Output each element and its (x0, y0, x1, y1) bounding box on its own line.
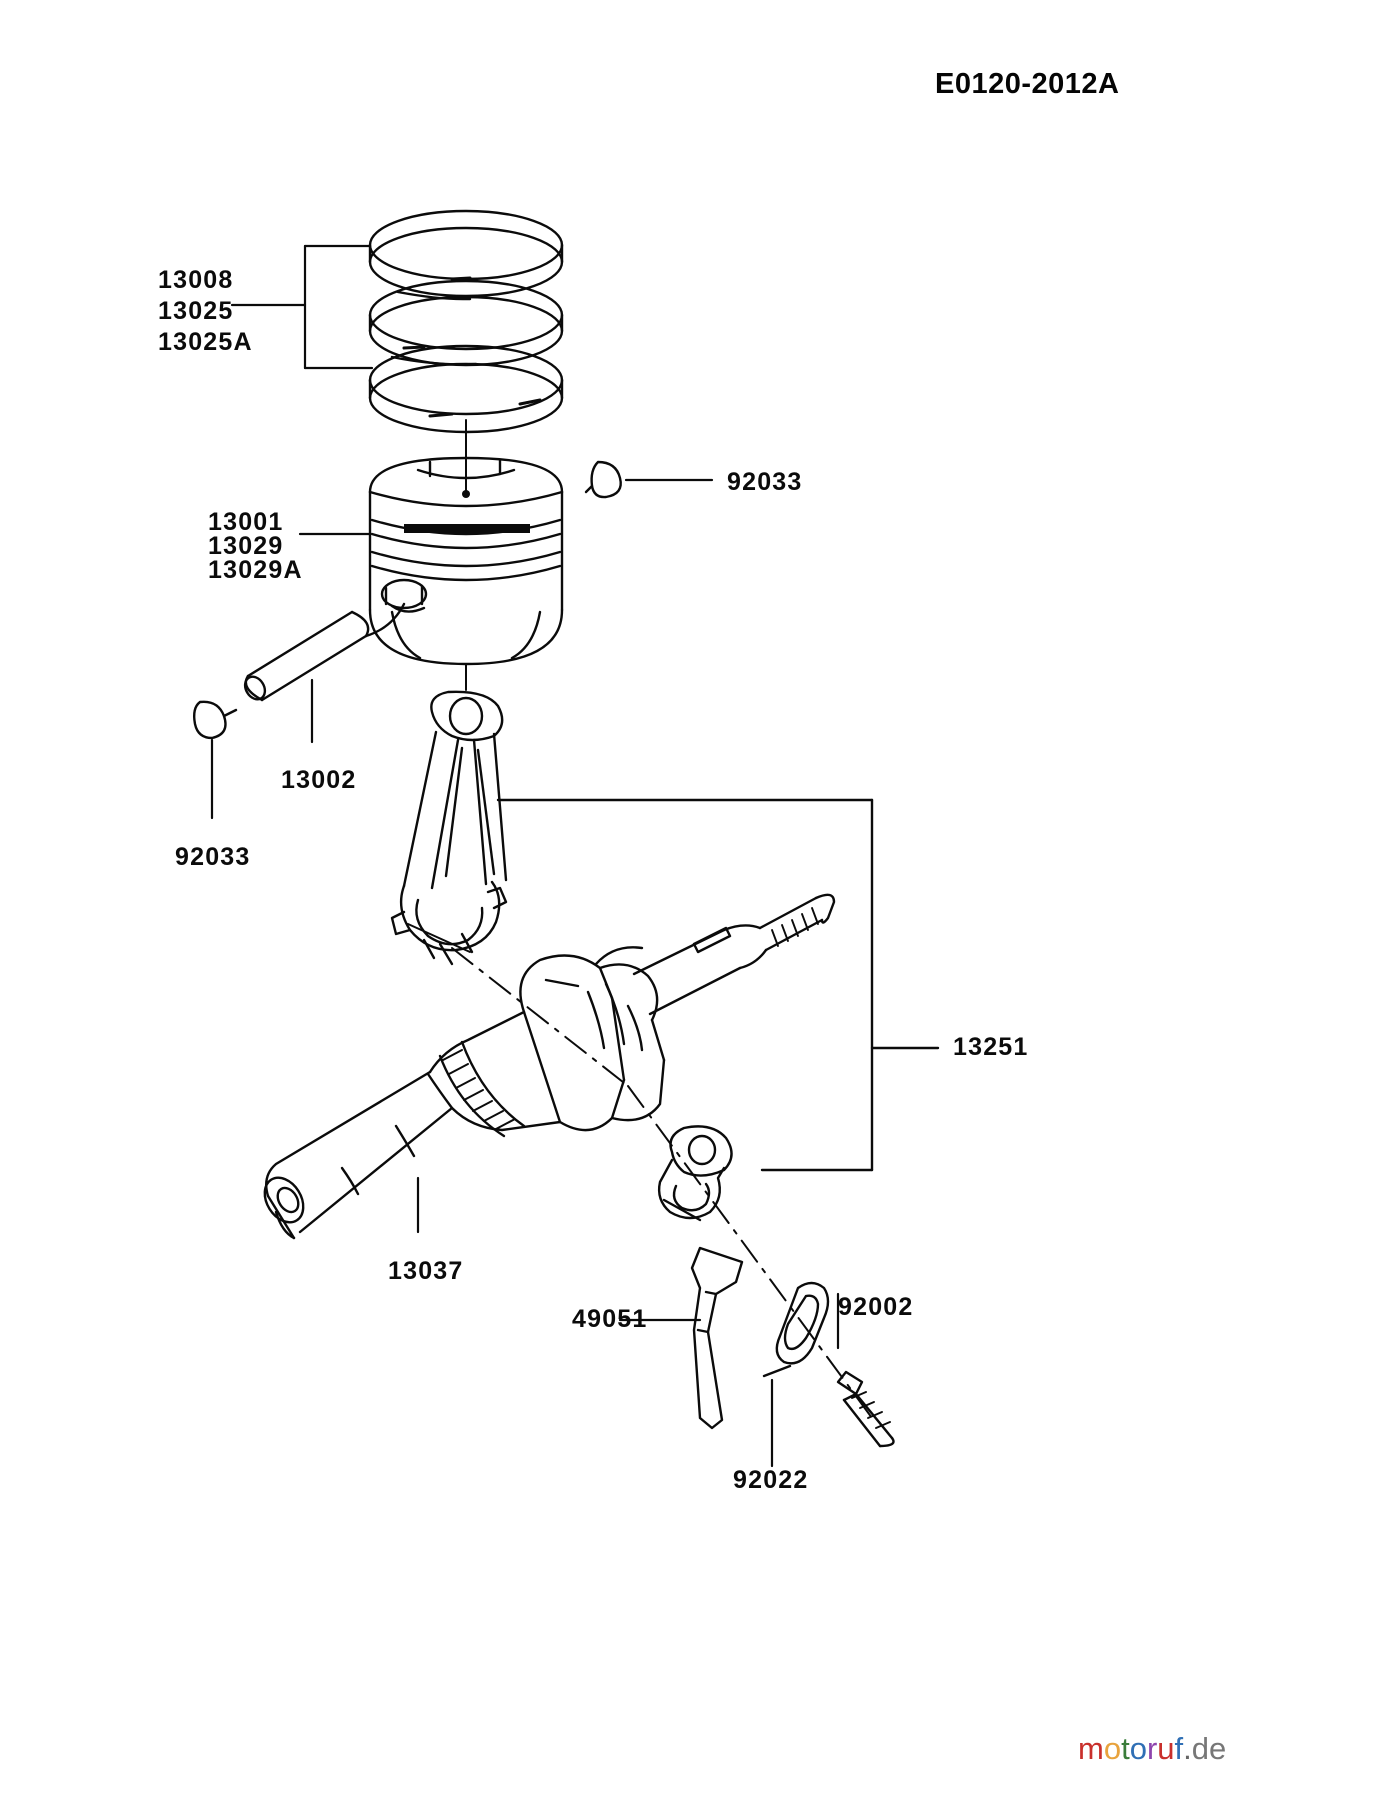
watermark-letter: d (1191, 1731, 1210, 1766)
watermark-letter: u (1157, 1731, 1175, 1766)
snap-ring-left-art (192, 700, 238, 740)
watermark-letter: m (1078, 1731, 1104, 1766)
watermark-letter: o (1129, 1731, 1147, 1766)
callout-13029A: 13029A (208, 556, 303, 584)
callout-13025: 13025 (158, 297, 234, 325)
piston-ring-oil-art (368, 344, 564, 434)
callout-13251: 13251 (953, 1033, 1029, 1061)
watermark-letter: t (1121, 1731, 1130, 1766)
callout-92022: 92022 (733, 1466, 809, 1494)
piston-ring-top-art (368, 209, 564, 298)
callout-13037: 13037 (388, 1257, 464, 1285)
connecting-rod-art (390, 690, 508, 966)
callout-13029: 13029 (208, 532, 284, 560)
watermark-letter: o (1103, 1731, 1122, 1766)
crankshaft-art (263, 893, 836, 1240)
callout-49051: 49051 (572, 1305, 648, 1333)
watermark-letter: r (1146, 1731, 1158, 1766)
site-watermark: motoruf.de (1078, 1731, 1226, 1767)
watermark-letter: f (1174, 1731, 1184, 1766)
piston-pin-art (243, 602, 406, 702)
ring-label-leaders (230, 244, 374, 370)
watermark-letter: e (1209, 1731, 1227, 1766)
bolt-art (836, 1370, 895, 1448)
callout-92002: 92002 (838, 1293, 914, 1321)
rod-assembly-bracket (496, 798, 940, 1172)
piston-ring-second-art (368, 279, 564, 367)
callout-92033-left: 92033 (175, 843, 251, 871)
callout-13001: 13001 (208, 508, 284, 536)
watermark-letter: . (1183, 1731, 1192, 1766)
piston-art (368, 456, 564, 666)
washer-art (762, 1281, 830, 1378)
assembly-centerline (451, 663, 873, 1419)
callout-13008: 13008 (158, 266, 234, 294)
snap-ring-right-art (584, 460, 622, 499)
callout-13025A: 13025A (158, 328, 253, 356)
oil-dipper-art (657, 1125, 744, 1430)
diagram-title: E0120-2012A (935, 68, 1120, 100)
callout-13002: 13002 (281, 766, 357, 794)
callout-92033-right: 92033 (727, 468, 803, 496)
